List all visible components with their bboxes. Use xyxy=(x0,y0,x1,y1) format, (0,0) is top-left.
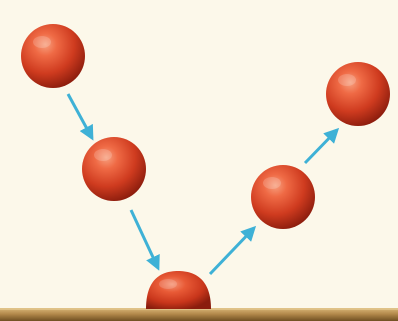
ball-3-contact xyxy=(146,271,211,309)
ball-4 xyxy=(251,165,315,229)
arrow-fall-1 xyxy=(68,94,92,138)
ball-5 xyxy=(326,62,390,126)
floor-surface xyxy=(0,308,398,321)
arrow-rise-2 xyxy=(305,130,337,163)
ball-1 xyxy=(21,24,85,88)
arrow-fall-2 xyxy=(131,210,158,268)
arrow-rise-1 xyxy=(210,228,254,274)
ball-2 xyxy=(82,137,146,201)
